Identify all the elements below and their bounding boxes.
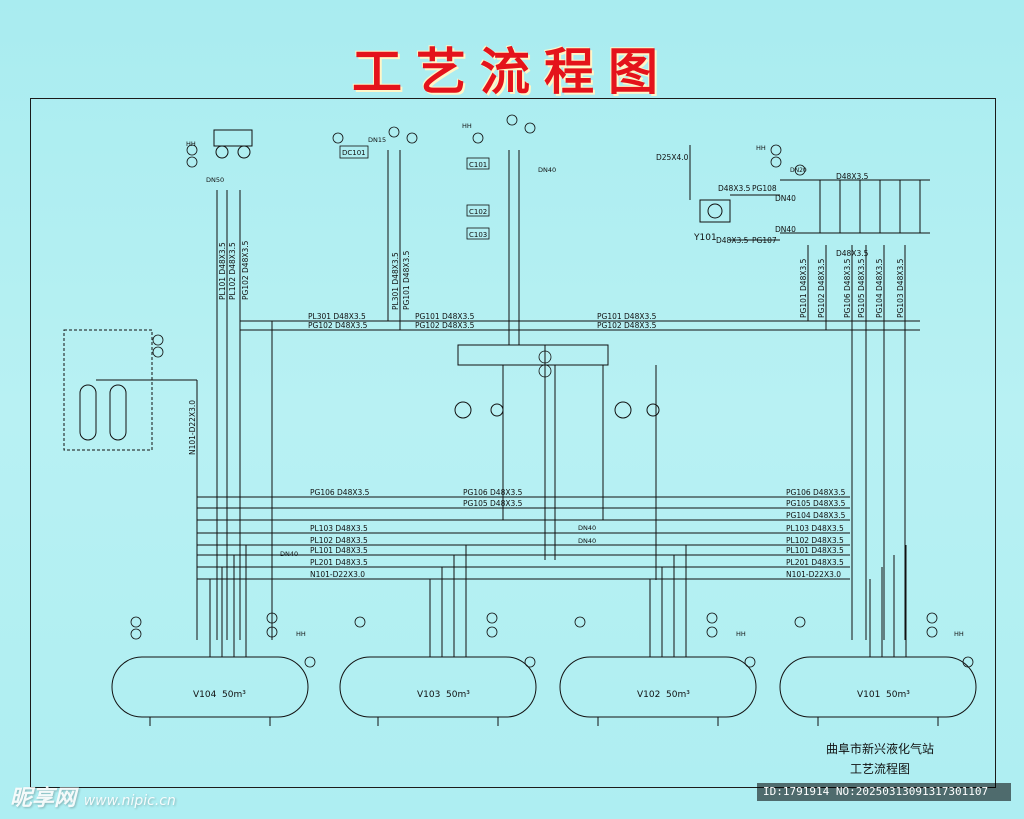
valve-box-c102: C102 (469, 208, 487, 216)
valve-box-c103: C103 (469, 231, 487, 239)
mlabel-pg105: PG105 D48X3.5 (463, 499, 523, 508)
label-dn20: DN20 (790, 167, 807, 174)
label-dn40-left: DN40 (280, 550, 298, 558)
vessel-v101 (779, 656, 977, 718)
vessel-v102 (559, 656, 757, 718)
label-hh-v104: HH (296, 630, 306, 638)
label-dn40-center: DN40 (538, 166, 556, 174)
label-dn40-center-c: DN40 (578, 537, 596, 545)
vessel-v101-volume: 50m³ (886, 690, 910, 700)
label-hh-left: HH (186, 140, 196, 148)
pump-tag-y101: Y101 (693, 233, 717, 243)
label-pg102-top: PG102 D48X3.5 (308, 321, 368, 330)
vlabel-pg102-right: PG102 D48X3.5 (817, 258, 826, 318)
label-pg101-right: PG101 D48X3.5 (597, 312, 657, 321)
label-d48-b: D48X3.5 (716, 236, 749, 245)
rlabel-pg105: PG105 D48X3.5 (786, 499, 846, 508)
label-dn40-b: DN40 (775, 225, 796, 234)
label-d25: D25X4.0 (656, 153, 689, 162)
rlabel-pl103: PL103 D48X3.5 (786, 524, 844, 533)
vlabel-pg102-left: PG102 D48X3.5 (241, 240, 250, 300)
watermark-brand: 昵享网 (10, 786, 77, 811)
label-pl301-top: PL301 D48X3.5 (308, 312, 366, 321)
footer-station-name: 曲阜市新兴液化气站 (825, 742, 934, 756)
label-hh-v102: HH (736, 630, 746, 638)
rlabel-pl201: PL201 D48X3.5 (786, 558, 844, 567)
label-dn40-center-b: DN40 (578, 524, 596, 532)
label-hh-v101: HH (954, 630, 964, 638)
vessel-v102-volume: 50m³ (666, 690, 690, 700)
vessel-v103-tag: V103 (417, 690, 440, 700)
vlabel-pg106: PG106 D48X3.5 (843, 258, 852, 318)
mlabel-pl102: PL102 D48X3.5 (310, 536, 368, 545)
label-pg102-right: PG102 D48X3.5 (597, 321, 657, 330)
label-pg102-mid: PG102 D48X3.5 (415, 321, 475, 330)
vessel-v102-tag: V102 (637, 690, 660, 700)
image-id-bar: ID:1791914 NO:20250313091317301107 (757, 783, 1011, 801)
rlabel-pg104: PG104 D48X3.5 (786, 511, 846, 520)
vlabel-pg103: PG103 D48X3.5 (896, 258, 905, 318)
label-d48-d: D48X3.5 (836, 249, 869, 258)
mlabel-pl101: PL101 D48X3.5 (310, 546, 368, 555)
mlabel-pl103: PL103 D48X3.5 (310, 524, 368, 533)
label-pg107: PG107 (752, 236, 777, 245)
valve-box-c101: C101 (469, 161, 487, 169)
label-dn50: DN50 (206, 176, 224, 184)
vessel-v103-volume: 50m³ (446, 690, 470, 700)
footer-drawing-title: 工艺流程图 (849, 762, 910, 776)
rlabel-pg106: PG106 D48X3.5 (786, 488, 846, 497)
page-title: 工艺流程图 (352, 42, 672, 101)
vlabel-pg104: PG104 D48X3.5 (875, 258, 884, 318)
label-d48-a: D48X3.5 (718, 184, 751, 193)
label-d48-c: D48X3.5 (836, 172, 869, 181)
rlabel-pl101: PL101 D48X3.5 (786, 546, 844, 555)
vlabel-n101: N101-D22X3.0 (188, 400, 197, 455)
mlabel-pg106-b: PG106 D48X3.5 (463, 488, 523, 497)
label-pg108: PG108 (752, 184, 777, 193)
vlabel-pl102: PL102 D48X3.5 (228, 242, 237, 300)
mlabel-pg106: PG106 D48X3.5 (310, 488, 370, 497)
watermark-logo: 昵享网 www.nipic.cn (10, 780, 176, 812)
watermark-url: www.nipic.cn (83, 793, 176, 809)
mlabel-pl201: PL201 D48X3.5 (310, 558, 368, 567)
label-pg101-mid: PG101 D48X3.5 (415, 312, 475, 321)
vessel-v101-tag: V101 (857, 690, 880, 700)
label-dn40-a: DN40 (775, 194, 796, 203)
vlabel-pg101-right: PG101 D48X3.5 (799, 258, 808, 318)
vlabel-pg105: PG105 D48X3.5 (857, 258, 866, 318)
vessel-v103 (339, 656, 537, 718)
valve-box-dc101: DC101 (342, 149, 366, 157)
vessel-v104-volume: 50m³ (222, 690, 246, 700)
mlabel-n101: N101-D22X3.0 (310, 570, 365, 579)
drawing-frame (30, 98, 996, 788)
vlabel-pg101-center: PG101 D48X3.5 (402, 250, 411, 310)
label-dn15: DN15 (368, 136, 386, 144)
vlabel-pl301: PL301 D48X3.5 (391, 252, 400, 310)
vessel-v104-tag: V104 (193, 690, 217, 700)
label-hh-right: HH (756, 144, 766, 152)
label-hh-center: HH (462, 122, 472, 130)
vlabel-pl101: PL101 D48X3.5 (218, 242, 227, 300)
vessel-v104 (111, 656, 309, 718)
rlabel-n101: N101-D22X3.0 (786, 570, 841, 579)
rlabel-pl102: PL102 D48X3.5 (786, 536, 844, 545)
